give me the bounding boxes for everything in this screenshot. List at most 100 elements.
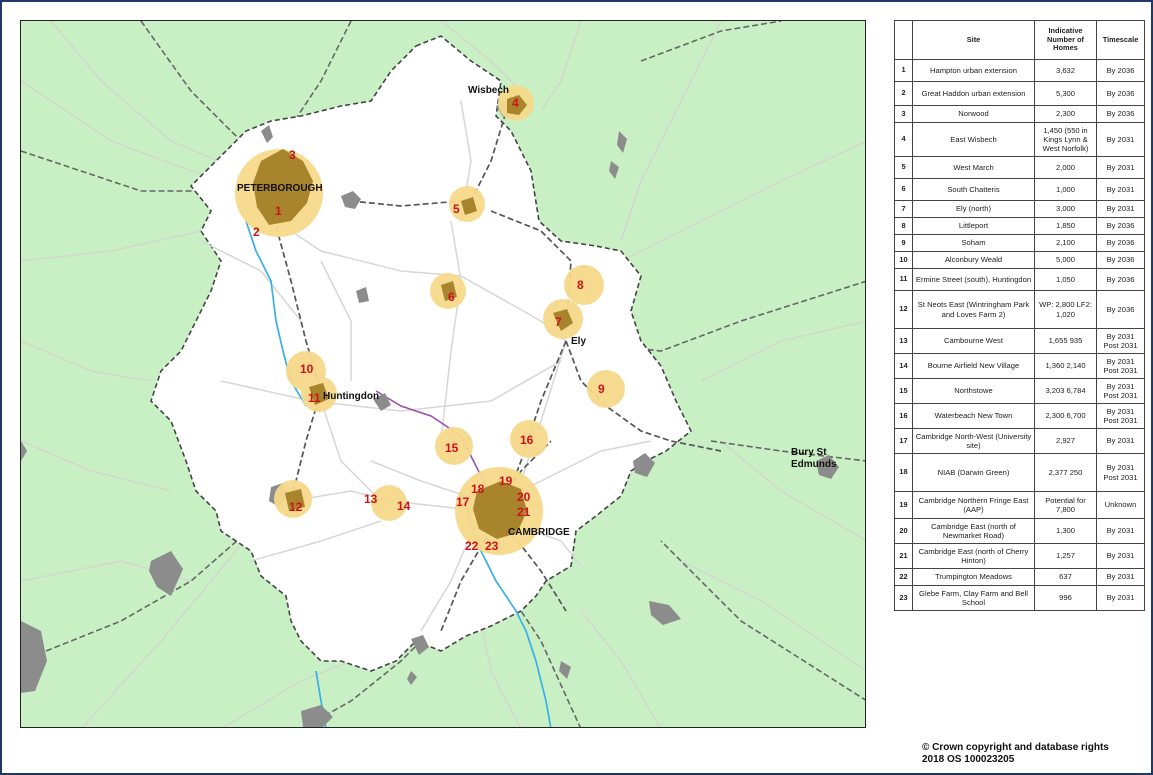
site-label-6: 6 bbox=[448, 290, 455, 304]
cell-homes: 2,377 250 bbox=[1034, 453, 1097, 492]
towns bbox=[21, 101, 839, 727]
cell-timescale: By 2036 bbox=[1096, 251, 1145, 269]
cell-homes: 2,300 bbox=[1034, 105, 1097, 123]
cell-timescale: By 2036 bbox=[1096, 81, 1145, 106]
site-label-17: 17 bbox=[456, 495, 470, 509]
cell-number: 21 bbox=[894, 543, 913, 569]
cell-number: 16 bbox=[894, 403, 913, 429]
cell-homes: 3,632 bbox=[1034, 59, 1097, 82]
site-circle-16 bbox=[510, 420, 548, 458]
cell-timescale: By 2031 bbox=[1096, 200, 1145, 218]
urban-areas bbox=[253, 95, 573, 539]
site-label-12: 12 bbox=[289, 500, 303, 514]
cell-timescale: By 2036 bbox=[1096, 59, 1145, 82]
site-label-13: 13 bbox=[364, 492, 378, 506]
cell-site: Cambridge East (north of Cherry Hinton) bbox=[912, 543, 1035, 569]
cell-timescale: By 2031 bbox=[1096, 122, 1145, 157]
site-label-16: 16 bbox=[520, 433, 534, 447]
cell-homes: 2,000 bbox=[1034, 156, 1097, 179]
cell-homes: 637 bbox=[1034, 568, 1097, 586]
place-label-peterborough: PETERBOROUGH bbox=[237, 183, 323, 194]
cell-homes: 3,000 bbox=[1034, 200, 1097, 218]
site-label-19: 19 bbox=[499, 474, 513, 488]
copyright-notice: © Crown copyright and database rights 20… bbox=[922, 742, 1142, 766]
cell-site: Ely (north) bbox=[912, 200, 1035, 218]
cell-number: 11 bbox=[894, 268, 913, 291]
cell-site: NIAB (Darwin Green) bbox=[912, 453, 1035, 492]
cell-site: Cambridge East (north of Newmarket Road) bbox=[912, 518, 1035, 544]
cell-number: 8 bbox=[894, 217, 913, 235]
site-label-18: 18 bbox=[471, 482, 485, 496]
outside-railways bbox=[21, 21, 865, 727]
copyright-line-2: 2018 OS 100023205 bbox=[922, 754, 1015, 765]
cell-site: St Neots East (Wintringham Park and Love… bbox=[912, 290, 1035, 329]
cell-timescale: By 2031 Post 2031 bbox=[1096, 378, 1145, 404]
cell-homes: 1,655 935 bbox=[1034, 328, 1097, 354]
cell-number: 13 bbox=[894, 328, 913, 354]
cambridgeshire-map: 3 1 2 4 5 6 8 7 9 10 11 15 16 12 13 14 1… bbox=[21, 21, 865, 727]
cell-number: 1 bbox=[894, 59, 913, 82]
cell-homes: 1,300 bbox=[1034, 518, 1097, 544]
map-panel[interactable]: 3 1 2 4 5 6 8 7 9 10 11 15 16 12 13 14 1… bbox=[20, 20, 866, 728]
site-circle-8 bbox=[564, 265, 604, 305]
cell-homes: 3,203 6,784 bbox=[1034, 378, 1097, 404]
site-label-7: 7 bbox=[555, 315, 562, 329]
cell-site: Bourne Airfield New Village bbox=[912, 353, 1035, 379]
cell-site: Norwood bbox=[912, 105, 1035, 123]
cell-timescale: By 2031 Post 2031 bbox=[1096, 353, 1145, 379]
cell-homes: 1,450 (550 in Kings Lynn & West Norfolk) bbox=[1034, 122, 1097, 157]
cell-site: Cambridge Northern Fringe East (AAP) bbox=[912, 491, 1035, 519]
cell-number: 17 bbox=[894, 428, 913, 454]
site-label-8: 8 bbox=[577, 278, 584, 292]
cell-homes: 1,360 2,140 bbox=[1034, 353, 1097, 379]
site-labels: 3 1 2 4 5 6 8 7 9 10 11 15 16 12 13 14 1… bbox=[253, 96, 605, 553]
cell-homes: 1,050 bbox=[1034, 268, 1097, 291]
cell-site: Littleport bbox=[912, 217, 1035, 235]
place-label-bury-st: Bury St bbox=[791, 447, 827, 458]
cell-number: 19 bbox=[894, 491, 913, 519]
site-label-20: 20 bbox=[517, 490, 531, 504]
site-label-22: 22 bbox=[465, 539, 479, 553]
cell-timescale: By 2031 Post 2031 bbox=[1096, 403, 1145, 429]
header-number bbox=[894, 20, 913, 60]
cell-timescale: By 2031 Post 2031 bbox=[1096, 453, 1145, 492]
cell-site: West March bbox=[912, 156, 1035, 179]
cell-number: 5 bbox=[894, 156, 913, 179]
cell-site: South Chatteris bbox=[912, 178, 1035, 201]
cell-timescale: By 2036 bbox=[1096, 290, 1145, 329]
cell-homes: 996 bbox=[1034, 585, 1097, 611]
site-circle-15 bbox=[435, 427, 473, 465]
cell-homes: 5,000 bbox=[1034, 251, 1097, 269]
cell-timescale: By 2031 bbox=[1096, 568, 1145, 586]
cell-number: 3 bbox=[894, 105, 913, 123]
cell-timescale: By 2036 bbox=[1096, 234, 1145, 252]
cell-number: 2 bbox=[894, 81, 913, 106]
cell-site: Northstowe bbox=[912, 378, 1035, 404]
cell-site: Alconbury Weald bbox=[912, 251, 1035, 269]
cell-number: 7 bbox=[894, 200, 913, 218]
site-label-11: 11 bbox=[308, 391, 321, 405]
cell-homes: 1,000 bbox=[1034, 178, 1097, 201]
site-label-2: 2 bbox=[253, 225, 260, 239]
header-timescale: Timescale bbox=[1096, 20, 1145, 60]
table-header-row: Site Indicative Number of Homes Timescal… bbox=[894, 20, 1145, 60]
cell-number: 15 bbox=[894, 378, 913, 404]
sites-table: Site Indicative Number of Homes Timescal… bbox=[894, 20, 1145, 611]
cell-timescale: By 2031 bbox=[1096, 585, 1145, 611]
outside-roads bbox=[21, 21, 865, 727]
